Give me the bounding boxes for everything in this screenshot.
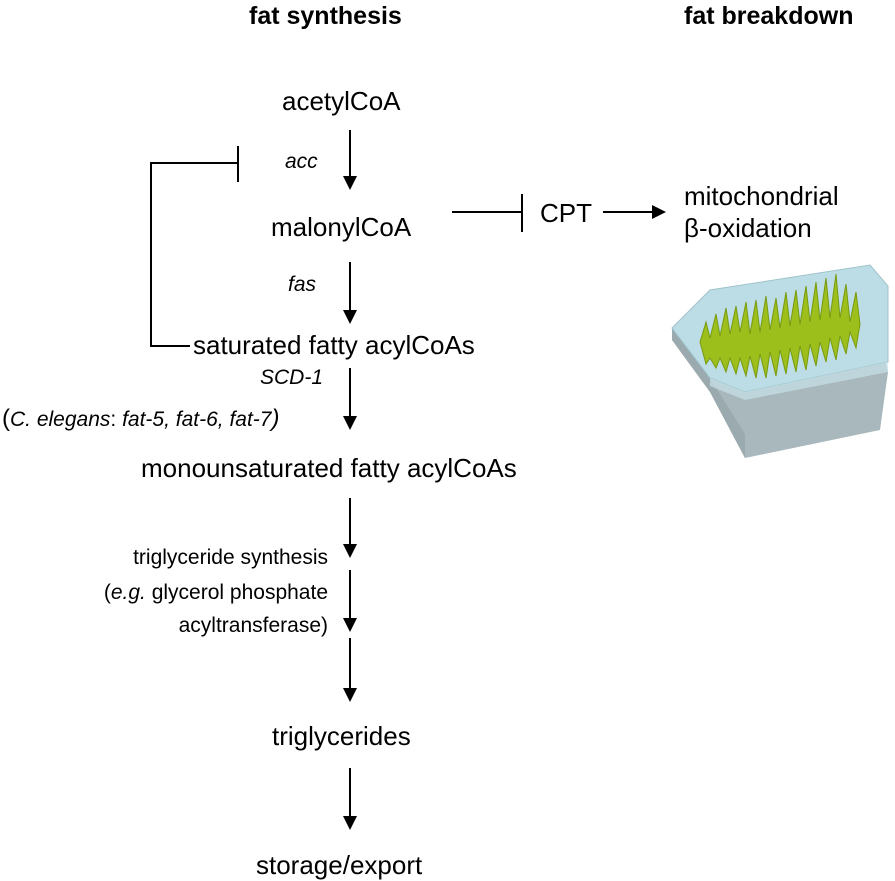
celegans-genes: fat-5, fat-6, fat-7 (122, 408, 272, 431)
fat-synthesis-header: fat synthesis (249, 2, 402, 30)
storage-export-node: storage/export (256, 850, 423, 880)
fas-enzyme-label: fas (288, 273, 317, 296)
cpt-node: CPT (540, 198, 592, 228)
tg-synthesis-line2: (e.g. glycerol phosphate (103, 581, 328, 604)
mitochondrion-icon (671, 264, 889, 458)
beta-oxidation-label: β-oxidation (684, 213, 812, 243)
monounsaturated-acylcoas-node: monounsaturated fatty acylCoAs (141, 453, 517, 483)
malonylcoa-node: malonylCoA (271, 212, 412, 242)
scd1-enzyme-label: SCD-1 (260, 366, 324, 389)
celegans-species: C. elegans (10, 408, 111, 431)
tg-synthesis-line1: triglyceride synthesis (133, 546, 328, 569)
triglycerides-node: triglycerides (272, 721, 411, 751)
acc-enzyme-label: acc (285, 150, 318, 173)
mitochondrial-label: mitochondrial (684, 181, 839, 211)
tg-synthesis-line3: acyltransferase) (178, 614, 328, 637)
feedback-inhibition-line (150, 162, 238, 347)
acetylcoa-node: acetylCoA (282, 86, 401, 116)
celegans-genes-label: (C. elegans: fat-5, fat-6, fat-7) (2, 405, 280, 432)
fat-breakdown-header: fat breakdown (684, 2, 854, 30)
saturated-acylcoas-node: saturated fatty acylCoAs (193, 330, 475, 360)
